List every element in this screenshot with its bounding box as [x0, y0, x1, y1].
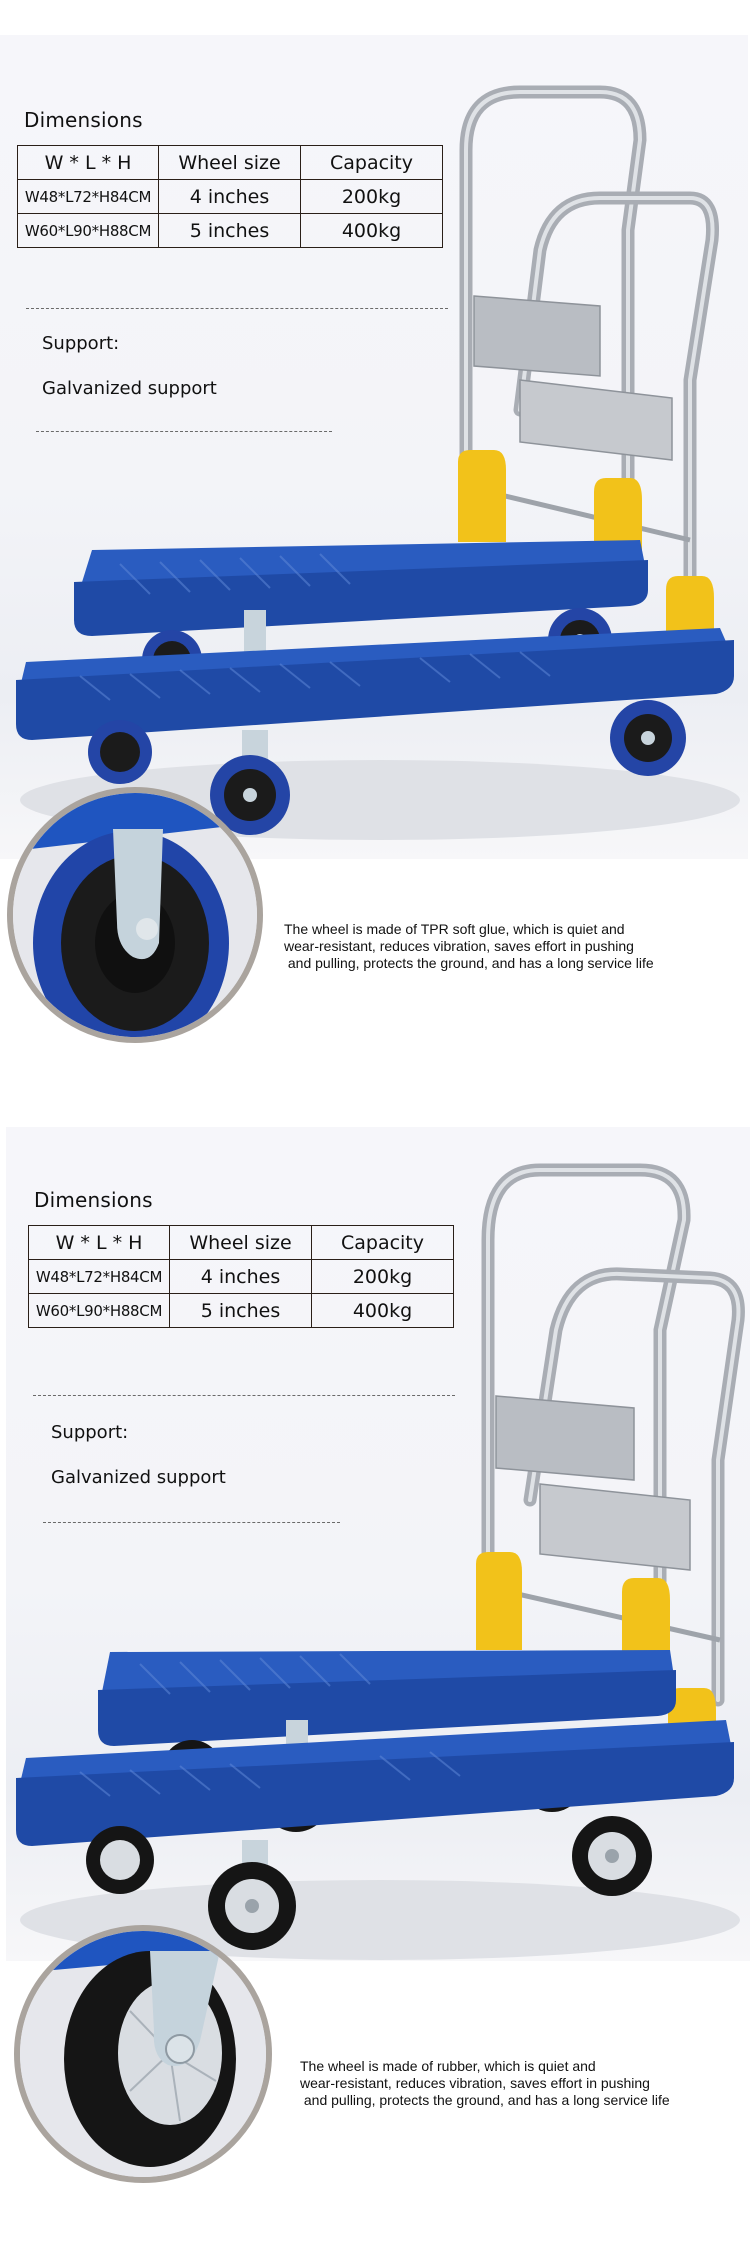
cell-dimensions: W48*L72*H84CM: [17, 179, 159, 214]
cell-capacity: 200kg: [300, 179, 443, 214]
dimensions-title: Dimensions: [24, 108, 143, 132]
wheel-description-2: The wheel is made of rubber, which is qu…: [300, 2058, 670, 2108]
rubber-wheel-closeup-icon: [20, 1931, 266, 2177]
product-photo-2: [6, 1127, 750, 1961]
tpr-wheel-closeup-icon: [13, 793, 257, 1037]
cell-wheel-size: 4 inches: [169, 1259, 312, 1294]
header-dimensions: W * L * H: [17, 145, 159, 180]
cell-capacity: 200kg: [311, 1259, 454, 1294]
header-capacity: Capacity: [311, 1225, 454, 1260]
wheel-closeup-1: [7, 787, 263, 1043]
header-wheel-size: Wheel size: [158, 145, 301, 180]
dimensions-title: Dimensions: [34, 1188, 153, 1212]
support-label: Support:: [42, 333, 120, 354]
divider: [43, 1522, 340, 1523]
cell-capacity: 400kg: [300, 213, 443, 248]
header-capacity: Capacity: [300, 145, 443, 180]
platform-cart-illustration: [16, 1163, 745, 1960]
table-row: W60*L90*H88CM 5 inches 400kg: [28, 1293, 454, 1328]
divider: [26, 308, 448, 309]
wheel-description-1: The wheel is made of TPR soft glue, whic…: [284, 921, 654, 971]
cell-wheel-size: 5 inches: [169, 1293, 312, 1328]
wheel-closeup-2: [14, 1925, 272, 2183]
cell-capacity: 400kg: [311, 1293, 454, 1328]
cell-dimensions: W60*L90*H88CM: [17, 213, 159, 248]
support-value: Galvanized support: [42, 378, 217, 399]
table-row: W48*L72*H84CM 4 inches 200kg: [28, 1259, 454, 1294]
table-row: W48*L72*H84CM 4 inches 200kg: [17, 179, 443, 214]
specs-table: W * L * H Wheel size Capacity W48*L72*H8…: [28, 1225, 454, 1328]
divider: [33, 1395, 455, 1396]
header-wheel-size: Wheel size: [169, 1225, 312, 1260]
table-header-row: W * L * H Wheel size Capacity: [28, 1225, 454, 1260]
divider: [36, 431, 332, 432]
platform-cart-illustration: [16, 85, 740, 840]
header-dimensions: W * L * H: [28, 1225, 170, 1260]
support-value: Galvanized support: [51, 1467, 226, 1488]
specs-table: W * L * H Wheel size Capacity W48*L72*H8…: [17, 145, 443, 248]
cell-wheel-size: 4 inches: [158, 179, 301, 214]
table-row: W60*L90*H88CM 5 inches 400kg: [17, 213, 443, 248]
cell-wheel-size: 5 inches: [158, 213, 301, 248]
table-header-row: W * L * H Wheel size Capacity: [17, 145, 443, 180]
support-label: Support:: [51, 1422, 129, 1443]
cell-dimensions: W48*L72*H84CM: [28, 1259, 170, 1294]
cell-dimensions: W60*L90*H88CM: [28, 1293, 170, 1328]
